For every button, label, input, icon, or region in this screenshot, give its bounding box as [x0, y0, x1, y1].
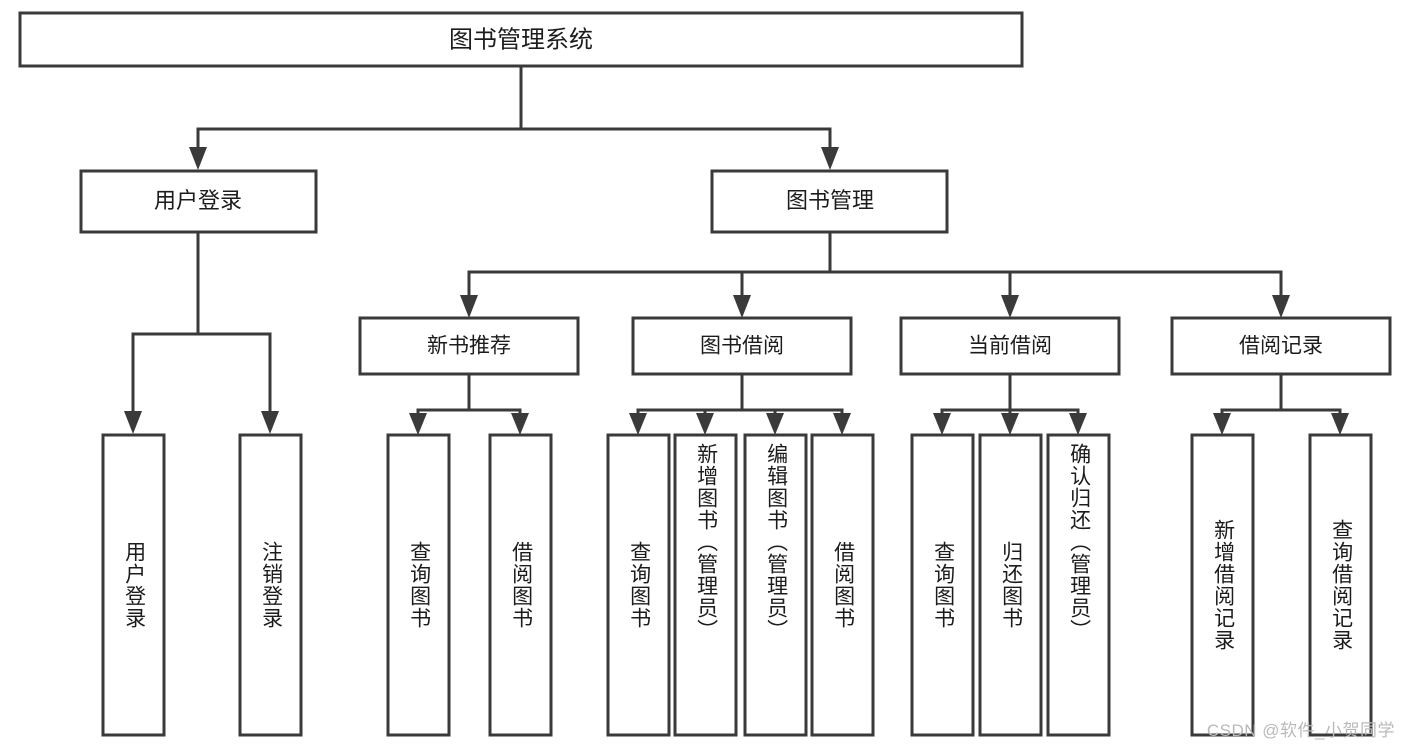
node-leaf-borrow-book-1-box[interactable]	[488, 433, 553, 737]
arrow-head-icon	[629, 413, 647, 435]
connector-borrowrecord-to-leaves	[1213, 372, 1349, 435]
node-book-manage-box[interactable]	[710, 169, 949, 234]
node-new-book-recommend[interactable]: 新书推荐	[358, 316, 580, 376]
node-book-borrow-box[interactable]	[631, 316, 853, 376]
node-borrow-record-box[interactable]	[1170, 316, 1392, 376]
node-leaf-logout-login-box[interactable]	[238, 433, 303, 737]
node-new-book-recommend-label: 新书推荐	[427, 335, 511, 358]
node-book-borrow-label: 图书借阅	[700, 335, 784, 358]
node-leaf-query-book-1-box[interactable]	[386, 433, 451, 737]
node-leaf-edit-book-box[interactable]	[743, 433, 808, 737]
node-root[interactable]: 图书管理系统	[18, 11, 1024, 68]
connector-bookborrow-to-leaves	[629, 372, 851, 435]
arrow-head-icon	[1213, 413, 1231, 435]
node-current-borrow-box[interactable]	[899, 316, 1121, 376]
connector-newbook-to-leaves	[409, 372, 529, 435]
node-user-login-label: 用户登录	[154, 188, 242, 213]
node-leaf-query-book-3-box[interactable]	[910, 433, 975, 737]
node-leaf-user-login-box[interactable]	[101, 433, 166, 737]
connector-root-to-level2	[189, 64, 839, 170]
node-leaf-add-record-box[interactable]	[1190, 433, 1255, 737]
arrow-head-icon	[511, 413, 529, 435]
node-user-login[interactable]: 用户登录	[79, 169, 318, 234]
arrow-head-icon	[766, 413, 784, 435]
arrow-head-icon	[821, 147, 839, 170]
node-leaf-add-book-box[interactable]	[673, 433, 738, 737]
arrow-head-icon	[1069, 413, 1087, 435]
node-book-borrow[interactable]: 图书借阅	[631, 316, 853, 376]
node-borrow-record-label: 借阅记录	[1239, 335, 1323, 358]
arrow-head-icon	[933, 413, 951, 435]
arrow-head-icon	[1001, 295, 1019, 318]
arrow-head-icon	[733, 295, 751, 318]
arrow-head-icon	[1331, 413, 1349, 435]
connector-bookmanage-to-level3	[460, 230, 1290, 318]
node-user-login-box[interactable]	[79, 169, 318, 234]
node-root-label: 图书管理系统	[449, 26, 593, 53]
node-leaf-query-record-box[interactable]	[1308, 433, 1373, 737]
node-leaf-return-book-box[interactable]	[978, 433, 1043, 737]
node-root-box[interactable]	[18, 11, 1024, 68]
arrow-head-icon	[1272, 295, 1290, 318]
connector-currentborrow-to-leaves	[933, 372, 1087, 435]
node-leaf-query-book-2-box[interactable]	[606, 433, 671, 737]
node-borrow-record[interactable]: 借阅记录	[1170, 316, 1392, 376]
connector-userlogin-to-leaves	[124, 230, 279, 434]
node-leaf-confirm-return-box[interactable]	[1046, 433, 1111, 737]
arrow-head-icon	[696, 413, 714, 435]
arrow-head-icon	[261, 411, 279, 434]
arrow-head-icon	[833, 413, 851, 435]
arrow-head-icon	[460, 295, 478, 318]
arrow-head-icon	[124, 411, 142, 434]
node-leaf-borrow-book-2-box[interactable]	[810, 433, 875, 737]
node-book-manage-label: 图书管理	[786, 188, 874, 213]
csdn-watermark: CSDN @软件_小贺同学	[1206, 721, 1395, 740]
arrow-head-icon	[189, 147, 207, 170]
arrow-head-icon	[1001, 413, 1019, 435]
node-new-book-recommend-box[interactable]	[358, 316, 580, 376]
node-current-borrow-label: 当前借阅	[968, 335, 1052, 358]
node-book-manage[interactable]: 图书管理	[710, 169, 949, 234]
node-current-borrow[interactable]: 当前借阅	[899, 316, 1121, 376]
arrow-head-icon	[409, 413, 427, 435]
